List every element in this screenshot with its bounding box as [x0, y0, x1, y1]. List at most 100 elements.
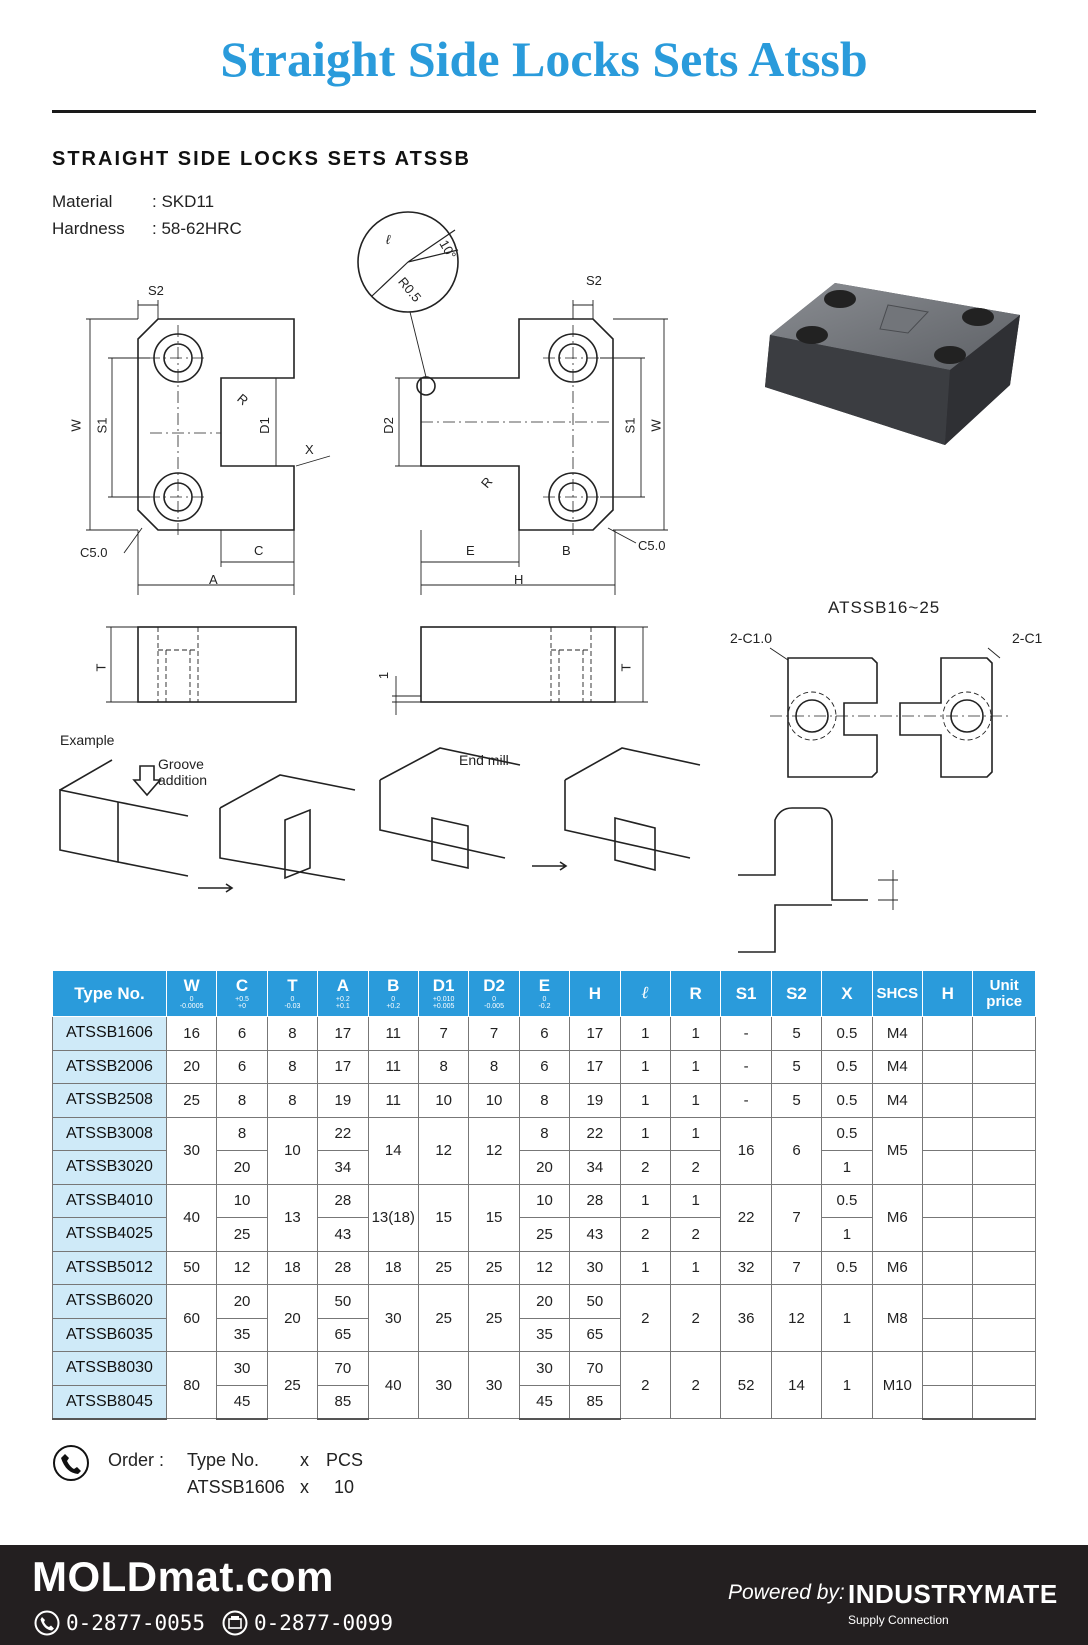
- table-cell: 1: [619, 1183, 671, 1218]
- groove-label: Groove: [158, 756, 204, 772]
- table-cell: 1: [619, 1016, 671, 1051]
- footer-phone[interactable]: 0-2877-0055: [66, 1611, 206, 1635]
- table-cell: 8: [266, 1016, 319, 1051]
- table-cell: 1: [821, 1217, 873, 1252]
- table-cell: 2: [669, 1150, 722, 1185]
- type-number-cell: ATSSB5012: [52, 1250, 167, 1285]
- table-cell: 1: [669, 1250, 722, 1285]
- footer: MOLDmat.com 0-2877-0055 0-2877-0099 Powe…: [0, 1545, 1088, 1645]
- table-cell: 17: [569, 1049, 621, 1084]
- type-number-cell: ATSSB4010: [52, 1183, 167, 1218]
- table-cell: 8: [518, 1083, 571, 1118]
- table-cell: 25: [165, 1083, 218, 1118]
- table-cell: 2: [619, 1217, 671, 1252]
- order-label: Order :: [108, 1450, 165, 1470]
- table-cell: M6: [871, 1183, 924, 1252]
- table-cell: 11: [367, 1083, 419, 1118]
- material-spec: Material: SKD11: [52, 192, 214, 212]
- order-x: x: [300, 1450, 309, 1470]
- footer-brand[interactable]: MOLDmat.com: [32, 1553, 334, 1600]
- table-cell: 12: [770, 1284, 823, 1352]
- table-cell: [922, 1183, 974, 1218]
- type-number-cell: ATSSB3020: [52, 1150, 167, 1185]
- table-cell: 25: [417, 1284, 470, 1352]
- dim-a: A: [209, 572, 218, 587]
- partner-logo[interactable]: INDUSTRYMATE: [848, 1579, 1058, 1609]
- table-cell: 28: [569, 1183, 621, 1218]
- table-cell: 25: [518, 1217, 571, 1252]
- col-s1: S1: [720, 970, 772, 1017]
- dim-s2-left: S2: [148, 283, 164, 298]
- col-ell: ℓ: [619, 970, 671, 1017]
- table-cell: 30: [216, 1351, 268, 1386]
- col-h2: H: [922, 970, 974, 1017]
- powered-by-label: Powered by:: [728, 1581, 845, 1604]
- dim-d2: D2: [380, 417, 396, 434]
- partner-tagline: Supply Connection: [848, 1613, 949, 1627]
- table-cell: 30: [165, 1116, 218, 1185]
- table-cell: 1: [821, 1284, 873, 1352]
- table-cell: 6: [216, 1016, 268, 1051]
- type-number-cell: ATSSB2006: [52, 1049, 167, 1084]
- dim-w-left: W: [68, 419, 84, 432]
- table-cell: M4: [871, 1049, 924, 1084]
- table-cell: 1: [821, 1351, 873, 1419]
- type-number-cell: ATSSB2508: [52, 1083, 167, 1118]
- table-cell: 80: [165, 1351, 218, 1419]
- table-cell: [922, 1116, 974, 1151]
- table-cell: 17: [569, 1016, 621, 1051]
- order-example-qty: 10: [334, 1477, 355, 1497]
- table-cell: 43: [569, 1217, 621, 1252]
- chamfer-left-label: 2-C1.0: [730, 630, 773, 646]
- table-cell: 19: [569, 1083, 621, 1118]
- footer-fax[interactable]: 0-2877-0099: [254, 1611, 394, 1635]
- table-cell: 8: [266, 1083, 319, 1118]
- type-number-cell: ATSSB6020: [52, 1284, 167, 1319]
- table-cell: 5: [770, 1049, 823, 1084]
- table-cell: 10: [266, 1116, 319, 1185]
- table-cell: 12: [518, 1250, 571, 1285]
- material-value: : SKD11: [152, 192, 215, 211]
- type-number-cell: ATSSB8045: [52, 1384, 167, 1420]
- table-cell: 6: [518, 1049, 571, 1084]
- groove-addition-label: addition: [158, 772, 208, 788]
- hardness-label: Hardness: [52, 219, 125, 238]
- table-cell: 7: [468, 1016, 520, 1051]
- table-cell: 6: [770, 1116, 823, 1185]
- table-cell: 15: [468, 1183, 520, 1252]
- table-cell: 6: [216, 1049, 268, 1084]
- table-cell: 10: [216, 1183, 268, 1218]
- table-cell: 34: [317, 1150, 369, 1185]
- chamfer-right-label: 2-C1: [1012, 630, 1043, 646]
- table-cell: 30: [518, 1351, 571, 1386]
- table-cell: [922, 1150, 974, 1185]
- table-cell: 5: [770, 1083, 823, 1118]
- table-cell: 36: [720, 1284, 772, 1352]
- order-x-2: x: [300, 1477, 309, 1497]
- table-cell: 25: [266, 1351, 319, 1419]
- table-cell: 65: [317, 1317, 369, 1352]
- dim-c5-left: C5.0: [80, 545, 108, 560]
- table-cell: 0.5: [821, 1049, 873, 1084]
- table-cell: [972, 1250, 1036, 1285]
- table-cell: 1: [669, 1183, 722, 1218]
- table-cell: 8: [216, 1083, 268, 1118]
- table-cell: 20: [216, 1150, 268, 1185]
- order-pcs-header: PCS: [326, 1450, 364, 1470]
- phone-icon: [53, 1445, 89, 1481]
- table-cell: [972, 1083, 1036, 1118]
- col-r: R: [669, 970, 722, 1017]
- table-cell: 18: [266, 1250, 319, 1285]
- table-cell: 11: [367, 1049, 419, 1084]
- table-cell: 16: [720, 1116, 772, 1185]
- table-cell: 28: [317, 1250, 369, 1285]
- table-cell: 22: [317, 1116, 369, 1151]
